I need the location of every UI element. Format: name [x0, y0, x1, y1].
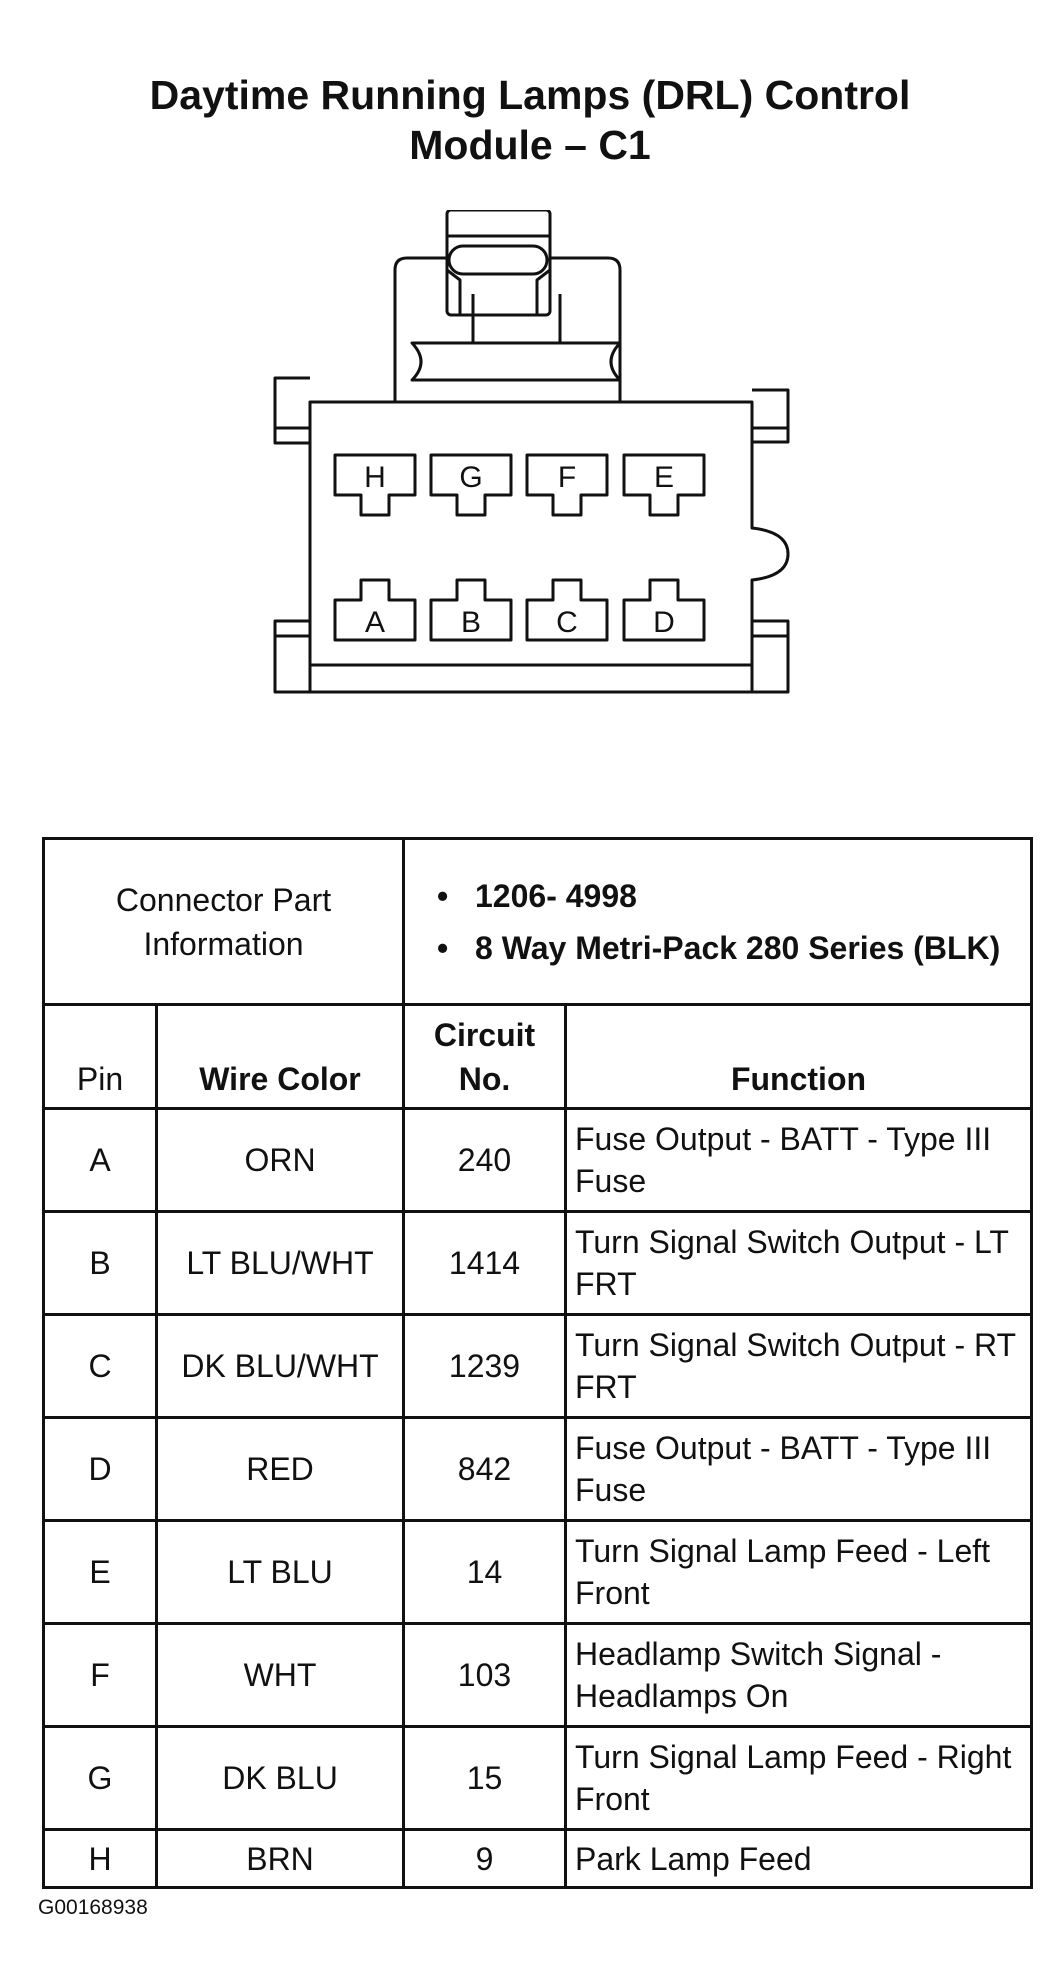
- connector-left-tab-lower: [273, 619, 310, 694]
- pin-cell: A: [42, 1107, 158, 1213]
- circuit-cell: 14: [402, 1519, 567, 1625]
- header-circuit-line-1: Circuit: [433, 1017, 536, 1053]
- pin-cell: E: [42, 1519, 158, 1625]
- pin-label-c: C: [556, 606, 578, 639]
- pin-cavity-e: E: [622, 453, 706, 517]
- connector-upper-housing: [393, 234, 622, 402]
- connector-right-tab-upper: [752, 388, 790, 444]
- wire-color-cell: DK BLU: [155, 1725, 405, 1831]
- connector-lock-ramp: [410, 341, 622, 382]
- function-cell: Fuse Output - BATT - Type III Fuse: [564, 1416, 1033, 1522]
- function-cell: Turn Signal Lamp Feed - Right Front: [564, 1725, 1033, 1831]
- circuit-cell: 9: [402, 1828, 567, 1889]
- pin-cavity-a: A: [333, 578, 417, 642]
- wire-color-cell: ORN: [155, 1107, 405, 1213]
- circuit-cell: 1239: [402, 1313, 567, 1419]
- function-cell: Turn Signal Switch Output - LT FRT: [564, 1210, 1033, 1316]
- pin-cavity-g: G: [429, 453, 513, 517]
- pin-label-d: D: [653, 606, 675, 639]
- header-row: Pin Wire Color Circuit No. Function: [42, 1003, 1033, 1110]
- pin-cell: B: [42, 1210, 158, 1316]
- title-line-1: Daytime Running Lamps (DRL) Control: [149, 72, 911, 118]
- function-cell: Fuse Output - BATT - Type III Fuse: [564, 1107, 1033, 1213]
- circuit-cell: 842: [402, 1416, 567, 1522]
- pin-label-b: B: [461, 606, 481, 639]
- header-function: Function: [564, 1003, 1033, 1110]
- pin-label-a: A: [365, 606, 385, 639]
- circuit-cell: 1414: [402, 1210, 567, 1316]
- circuit-cell: 15: [402, 1725, 567, 1831]
- part-info-label-line-1: Connector Part: [115, 881, 332, 918]
- connector-left-tab-upper: [273, 376, 310, 445]
- pin-label-f: F: [558, 461, 576, 494]
- pin-cavity-f: F: [525, 453, 609, 517]
- pin-cavity-d: D: [622, 578, 706, 642]
- pin-label-e: E: [654, 461, 674, 494]
- header-circuit-line-2: No.: [458, 1061, 511, 1097]
- pin-cell: C: [42, 1313, 158, 1419]
- part-series: 8 Way Metri-Pack 280 Series (BLK): [437, 922, 1022, 974]
- part-number: 1206- 4998: [437, 870, 1022, 922]
- connector-right-tab-lower: [752, 619, 790, 694]
- pin-cell: H: [42, 1828, 158, 1889]
- circuit-cell: 103: [402, 1622, 567, 1728]
- connector-pinout-table: Connector Part Information 1206- 4998 8 …: [42, 837, 1033, 1889]
- pin-cavity-c: C: [525, 578, 609, 642]
- function-cell: Park Lamp Feed: [564, 1828, 1033, 1889]
- function-cell: Turn Signal Lamp Feed - Left Front: [564, 1519, 1033, 1625]
- wire-color-cell: DK BLU/WHT: [155, 1313, 405, 1419]
- diagram-title: Daytime Running Lamps (DRL) Control Modu…: [0, 70, 1060, 170]
- figure-code: G00168938: [38, 1896, 148, 1919]
- pin-cell: F: [42, 1622, 158, 1728]
- pin-cavity-h: H: [333, 453, 417, 517]
- pin-cell: G: [42, 1725, 158, 1831]
- pin-cavity-b: B: [429, 578, 513, 642]
- part-info-label-line-2: Information: [143, 925, 304, 962]
- pin-label-h: H: [364, 461, 386, 494]
- connector-main-body: [308, 400, 790, 694]
- function-cell: Headlamp Switch Signal - Headlamps On: [564, 1622, 1033, 1728]
- connector-latch: [445, 210, 552, 317]
- circuit-cell: 240: [402, 1107, 567, 1213]
- part-info-row: Connector Part Information 1206- 4998 8 …: [42, 837, 1033, 1006]
- header-circuit-no: Circuit No.: [402, 1003, 567, 1110]
- connector-latch-slot: [447, 244, 549, 276]
- part-info-label: Connector Part Information: [42, 837, 405, 1006]
- function-cell: Turn Signal Switch Output - RT FRT: [564, 1313, 1033, 1419]
- wire-color-cell: BRN: [155, 1828, 405, 1889]
- wire-color-cell: LT BLU/WHT: [155, 1210, 405, 1316]
- part-info-values: 1206- 4998 8 Way Metri-Pack 280 Series (…: [402, 837, 1033, 1006]
- wire-color-cell: LT BLU: [155, 1519, 405, 1625]
- title-line-2: Module – C1: [409, 122, 651, 168]
- connector-diagram: H G F E A B C D: [0, 210, 1060, 730]
- wire-color-cell: WHT: [155, 1622, 405, 1728]
- pin-cavities: H G F E A B C D: [333, 453, 706, 642]
- pin-label-g: G: [459, 461, 482, 494]
- header-wire-color: Wire Color: [155, 1003, 405, 1110]
- pin-cell: D: [42, 1416, 158, 1522]
- header-pin: Pin: [42, 1003, 158, 1110]
- wire-color-cell: RED: [155, 1416, 405, 1522]
